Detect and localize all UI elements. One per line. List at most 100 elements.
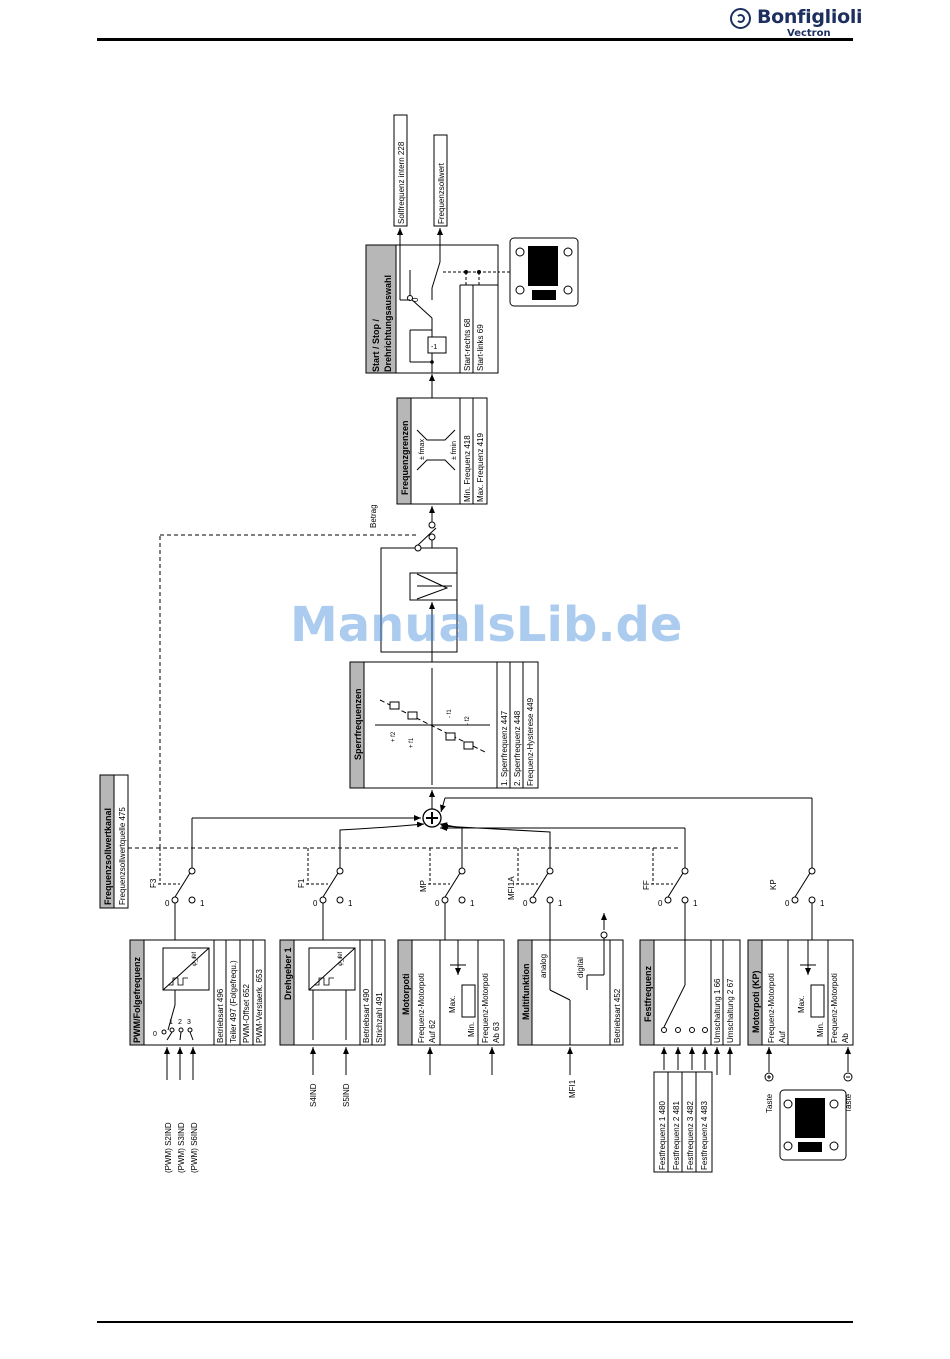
motorpoti-kp-down-1: Frequenz-Motorpoti (830, 973, 839, 1043)
motorpoti-kp-title: Motorpoti (KP) (751, 971, 761, 1033)
switch-kp-zero: 0 (785, 899, 790, 908)
pwm-param-1: Betriebsart 496 (216, 988, 225, 1043)
festfrequenz-umschaltung-2: Umschaltung 2 67 (726, 978, 735, 1043)
frequenzsollwertkanal-box: Frequenzsollwertkanal Frequenzsollwertqu… (99, 774, 129, 909)
footer-rule (97, 1321, 853, 1323)
pwm-switch-0: 0 (153, 1031, 157, 1038)
motorpoti-max: Max. (448, 996, 457, 1013)
brand-subtitle: Vectron (787, 28, 831, 39)
switch-ff: 0 1 FF (642, 838, 698, 940)
sperr-title: Sperrfrequenzen (353, 688, 363, 760)
summing-junction (192, 790, 812, 838)
motorpoti-kp-block: Motorpoti (KP) Frequenz-Motorpoti Auf Fr… (747, 939, 854, 1161)
betrag-block: Betrag (369, 504, 458, 662)
output-boxes: Sollfrequenz intern 228 Frequenzsollwert (393, 114, 448, 227)
switch-mfi1a-zero: 0 (523, 899, 528, 908)
pwm-param-4: PWM-Verstaerk. 653 (255, 969, 264, 1043)
kanal-param: Frequenzsollwertquelle 475 (118, 807, 127, 905)
switch-f3: 0 1 F3 (149, 818, 205, 940)
pwm-phi-ref: φ_ref (192, 951, 198, 966)
switch-f3-one: 1 (200, 899, 205, 908)
motorpoti-block: Motorpoti Frequenz-Motorpoti Auf 62 Freq… (397, 939, 505, 1075)
motorpoti-down-1: Frequenz-Motorpoti (481, 973, 490, 1043)
sperr-graph-f1m: - f1 (447, 709, 453, 718)
switch-f3-zero: 0 (165, 899, 170, 908)
motorpoti-kp-up-2: Auf (778, 1030, 787, 1043)
multifunktion-block: Multifunktion Betriebsart 452 analog dig… (517, 913, 624, 1098)
festfrequenz-4: Festfrequenz 4 483 (700, 1101, 709, 1170)
start-zero: 0 (411, 297, 420, 302)
motorpoti-kp-key-up: Taste (765, 1093, 774, 1113)
pwm-title: PWM/Folgefrequenz (132, 957, 142, 1043)
drehgeber-input-s4: S4IND (309, 1083, 318, 1107)
switch-mp-one: 1 (470, 899, 475, 908)
brand-logo: Bonfiglioli Vectron (730, 6, 863, 40)
switch-kp-label: KP (769, 879, 778, 890)
watermark: ManualsLib.de (290, 597, 683, 653)
multifunktion-param: Betriebsart 452 (613, 988, 622, 1043)
output-sollfrequenz: Sollfrequenz intern 228 (397, 141, 406, 224)
festfrequenz-block: Festfrequenz Umschaltung 1 66 Umschaltun… (639, 939, 741, 1173)
pwm-input-s6: (PWM) S6IND (190, 1122, 199, 1173)
motorpoti-min: Min. (467, 1022, 476, 1037)
start-keypad-icon (509, 237, 579, 307)
switch-mp-label: MP (419, 880, 428, 892)
grenzen-title: Frequenzgrenzen (400, 420, 410, 495)
multifunktion-analog: analog (539, 954, 548, 978)
start-param-2: Start-links 69 (476, 324, 485, 371)
switch-f1-label: F1 (297, 878, 306, 888)
frequenzgrenzen-block: Frequenzgrenzen Min. Frequenz 418 Max. F… (396, 374, 488, 505)
output-frequenzsollwert: Frequenzsollwert (437, 162, 446, 224)
motorpoti-up-2: Auf 62 (428, 1019, 437, 1043)
motorpoti-kp-up-1: Frequenz-Motorpoti (767, 973, 776, 1043)
pwm-param-3: PWM-Offset 652 (242, 983, 251, 1043)
drehgeber-f-label: f (338, 956, 344, 958)
switch-f1-zero: 0 (313, 899, 318, 908)
pwm-switch-3: 3 (187, 1019, 191, 1026)
switch-mfi1a-one: 1 (558, 899, 563, 908)
start-param-1: Start-rechts 68 (463, 318, 472, 371)
multifunktion-input: MFI1 (568, 1079, 577, 1098)
switch-f1-one: 1 (348, 899, 353, 908)
switch-mfi1a: 0 1 MFI1A (507, 838, 563, 940)
multifunktion-title: Multifunktion (521, 964, 531, 1020)
start-title-2: Drehrichtungsauswahl (383, 275, 393, 372)
pwm-switch-1: 1 (169, 1019, 173, 1026)
multifunktion-digital: digital (576, 957, 585, 978)
motorpoti-kp-max: Max. (797, 996, 806, 1013)
sperrfrequenzen-block: Sperrfrequenzen 1. Sperrfrequenz 447 2. … (349, 660, 539, 789)
switch-mp: 0 1 MP (419, 838, 475, 940)
header-rule (97, 38, 853, 41)
motorpoti-up-1: Frequenz-Motorpoti (417, 973, 426, 1043)
festfrequenz-2: Festfrequenz 2 481 (672, 1101, 681, 1170)
switch-kp-one: 1 (820, 899, 825, 908)
switch-mp-zero: 0 (435, 899, 440, 908)
start-stop-block: Start / Stop / Drehrichtungsauswahl Star… (365, 228, 579, 374)
festfrequenz-title: Festfrequenz (643, 965, 653, 1022)
motorpoti-down-2: Ab 63 (492, 1022, 501, 1043)
switch-f1: 0 1 F1 (297, 838, 353, 940)
sperr-graph-f2m: - f2 (465, 716, 471, 725)
start-title-1: Start / Stop / (371, 318, 381, 372)
source-switches: 0 1 F3 0 1 F1 0 1 MP (128, 534, 825, 940)
drehgeber-input-s5: S5IND (342, 1083, 351, 1107)
pwm-folgefrequenz-block: PWM/Folgefrequenz Betriebsart 496 Teiler… (129, 939, 266, 1173)
drehgeber-title: Drehgeber 1 (283, 947, 293, 1000)
pwm-param-2: Teiler 497 (Folgefrequ.) (229, 960, 238, 1043)
festfrequenz-1: Festfrequenz 1 480 (658, 1101, 667, 1170)
switch-kp: 0 1 KP (769, 798, 825, 940)
festfrequenz-3: Festfrequenz 3 482 (686, 1101, 695, 1170)
sperr-graph-f1p: + f1 (409, 737, 415, 748)
drehgeber-block: Drehgeber 1 Betriebsart 490 Strichzahl 4… (279, 939, 386, 1107)
switch-ff-label: FF (642, 880, 651, 890)
sperr-param-2: 2. Sperrfrequenz 448 (513, 710, 522, 786)
grenzen-fmin: ± fmin (451, 441, 458, 460)
festfrequenz-umschaltung-1: Umschaltung 1 66 (713, 978, 722, 1043)
grenzen-fmax: ± fmax (419, 439, 426, 460)
grenzen-param-1: Min. Frequenz 418 (463, 435, 472, 502)
switch-ff-one: 1 (693, 899, 698, 908)
kanal-title: Frequenzsollwertkanal (103, 808, 113, 905)
pwm-input-s2: (PWM) S2IND (164, 1122, 173, 1173)
sperr-graph-f2p: + f2 (391, 731, 397, 742)
